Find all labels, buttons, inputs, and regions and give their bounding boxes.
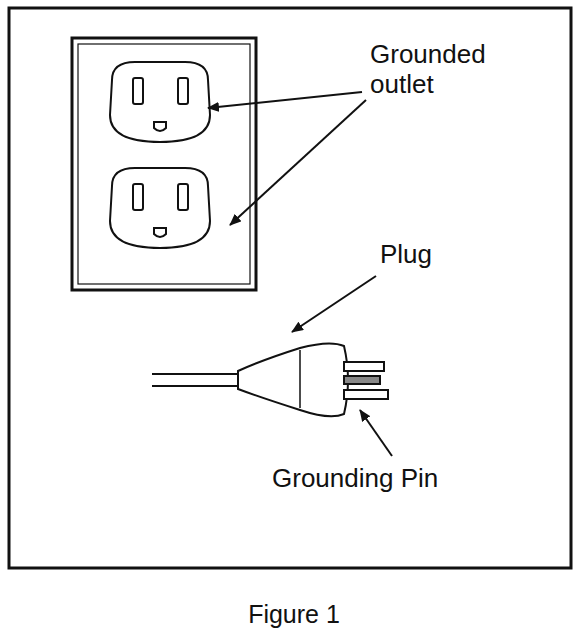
leader-arrow [230,100,366,225]
wall-plate-inner [78,44,250,284]
plug-body [238,343,348,416]
plug-prongs [344,362,388,399]
plug-ridge [299,350,301,408]
receptacle [110,62,210,142]
part-label: Plug [380,240,432,270]
cord [152,374,245,386]
leader-arrow [360,410,392,456]
leader-arrow [292,276,376,332]
leader-arrow [208,92,362,108]
part-label: Grounded outlet [370,40,520,100]
frame [9,8,571,568]
receptacle [110,168,210,248]
part-label: Grounding Pin [272,464,438,494]
wall-plate [72,38,256,290]
figure-caption: Figure 1 [4,600,580,629]
